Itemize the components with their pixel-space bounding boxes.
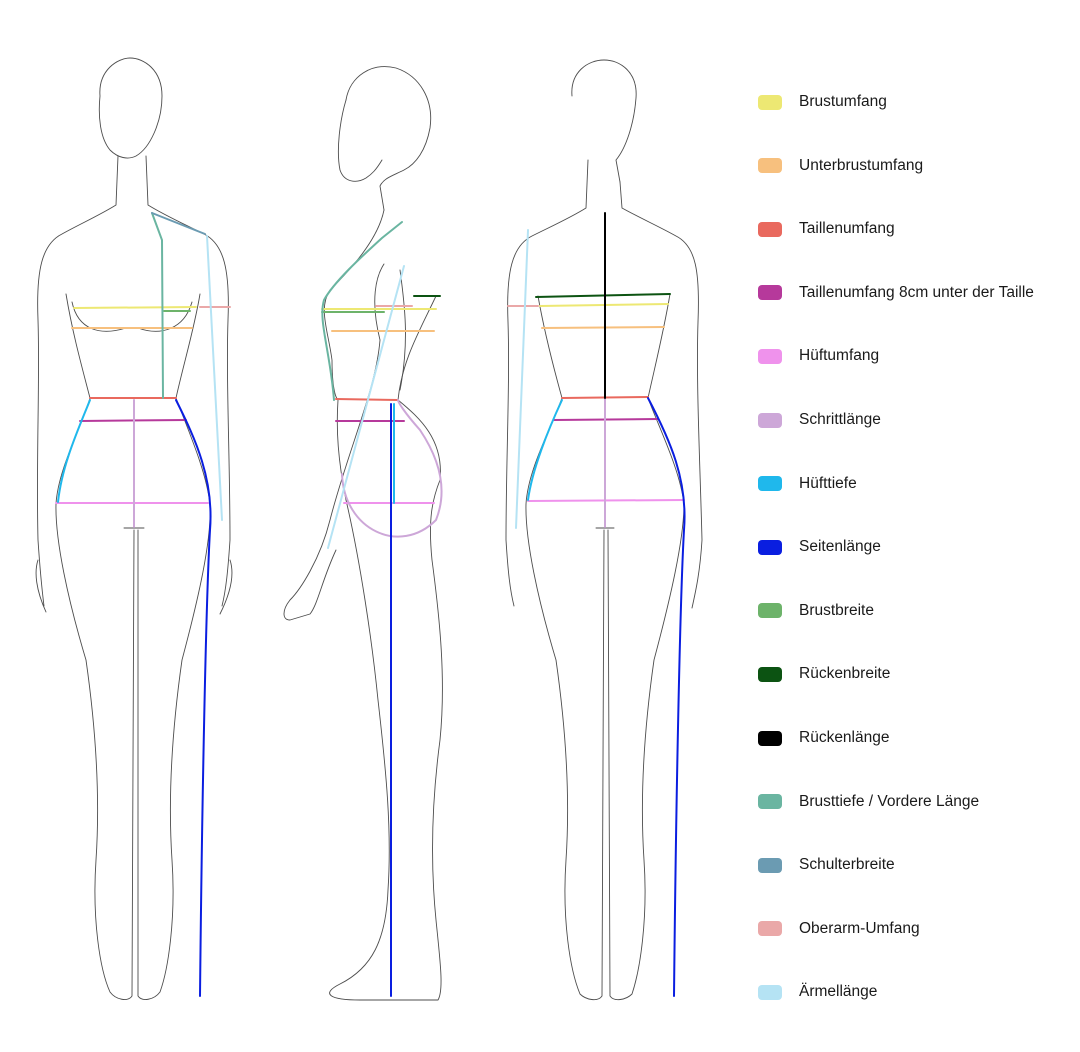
legend-label: Brustumfang	[799, 93, 887, 110]
legend-swatch	[758, 285, 782, 301]
legend-label: Brustbreite	[799, 601, 874, 619]
legend-swatch	[758, 94, 782, 110]
legend-item: Oberarm-Umfang	[758, 916, 920, 942]
legend-label: Schrittlänge	[799, 411, 881, 428]
legend-item: Schrittlänge	[758, 407, 881, 433]
legend-swatch	[758, 348, 782, 364]
legend-swatch	[758, 984, 782, 1000]
legend-swatch	[758, 730, 782, 746]
legend-label: Schulterbreite	[799, 856, 895, 874]
legend-item: Taillenumfang 8cm unter der Taille	[758, 280, 1034, 306]
legend-label: Hüftumfang	[799, 347, 880, 365]
legend-item: Rückenbreite	[758, 661, 890, 687]
legend-swatch	[758, 794, 782, 810]
legend-label: Ärmellänge	[799, 983, 878, 1001]
side-figure	[283, 66, 443, 1001]
legend-swatch	[758, 158, 782, 174]
legend-label: Rückenbreite	[799, 665, 891, 683]
legend-label: Rückenlänge	[799, 729, 890, 746]
legend-item: Taillenumfang	[758, 216, 895, 242]
legend-item: Hüftumfang	[758, 343, 879, 369]
legend-label: Seitenlänge	[799, 538, 881, 556]
legend-item: Unterbrustumfang	[758, 153, 923, 179]
legend-swatch	[758, 666, 782, 682]
legend-item: Brustumfang	[758, 89, 887, 115]
legend-item: Hüfttiefe	[758, 471, 857, 497]
legend-swatch	[758, 857, 782, 873]
front-figure	[35, 57, 233, 1000]
legend-swatch	[758, 921, 782, 937]
legend-item: Seitenlänge	[758, 534, 881, 560]
legend-item: Schulterbreite	[758, 852, 895, 878]
legend-label: Taillenumfang 8cm unter der Taille	[799, 283, 1034, 301]
legend-label: Unterbrustumfang	[799, 156, 924, 174]
mannequin-figures	[35, 57, 703, 1001]
legend-label: Brusttiefe / Vordere Länge	[799, 792, 980, 810]
legend-item: Ärmellänge	[758, 979, 877, 1005]
legend-label: Hüfttiefe	[799, 474, 857, 492]
legend-item: Brusttiefe / Vordere Länge	[758, 789, 979, 815]
legend-swatch	[758, 221, 782, 237]
legend-label: Taillenumfang	[799, 220, 895, 238]
legend-item: Rückenlänge	[758, 725, 889, 751]
legend-swatch	[758, 539, 782, 555]
back-figure	[505, 59, 703, 1001]
legend-swatch	[758, 476, 782, 492]
legend-label: Oberarm-Umfang	[799, 919, 920, 937]
legend-swatch	[758, 412, 782, 428]
legend-item: Brustbreite	[758, 598, 874, 624]
legend-swatch	[758, 603, 782, 619]
